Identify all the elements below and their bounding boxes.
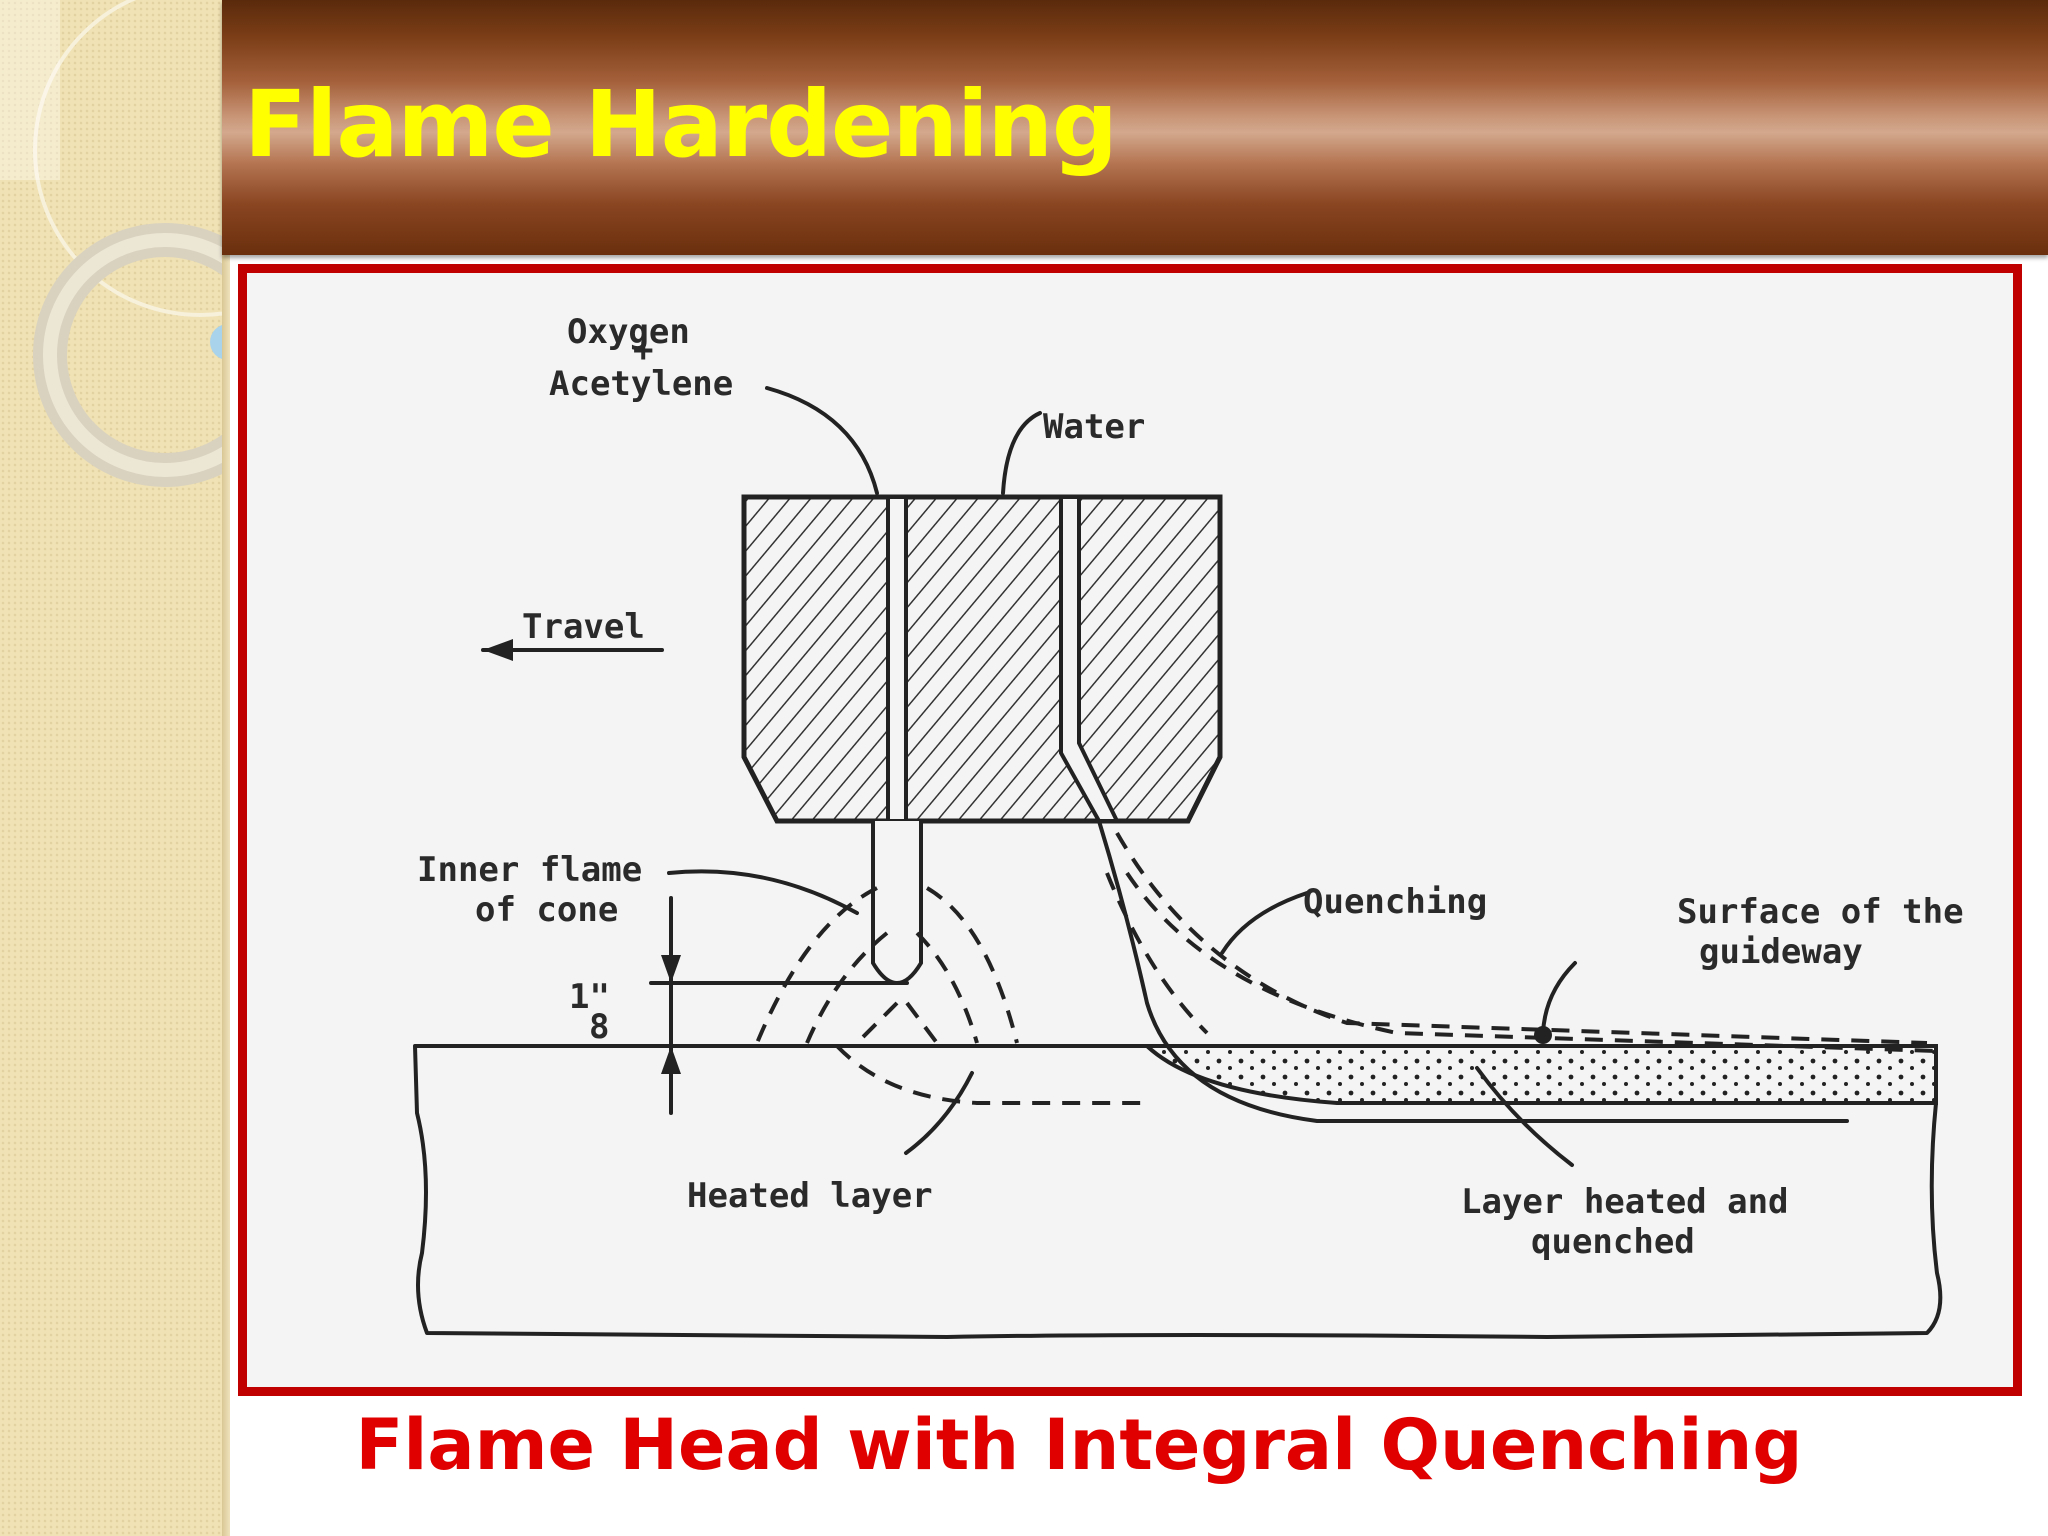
heated-layer-label: Heated layer: [687, 1176, 933, 1216]
layer-heated-quenched-label: Layer heated and: [1461, 1182, 1789, 1222]
oxygen-label: Oxygen: [567, 312, 690, 352]
slide-title: Flame Hardening: [244, 71, 1118, 178]
layer-heated-quenched-label-2: quenched: [1531, 1222, 1695, 1262]
gap-fraction-denominator: 8: [589, 1007, 609, 1047]
quenching-label: Quenching: [1303, 882, 1487, 922]
torch-nozzle: [871, 821, 923, 985]
gap-fraction-numerator: 1": [569, 977, 610, 1017]
decorative-sidebar: [0, 0, 222, 1536]
travel-label: Travel: [522, 607, 645, 647]
surface-label: Surface of the: [1677, 892, 1964, 932]
leader-lines: [481, 386, 1577, 1167]
flame-head: [741, 494, 1223, 985]
inner-flame-label: Inner flame: [417, 850, 642, 890]
decorative-rings: [0, 0, 222, 487]
flame-spray: [755, 886, 1019, 1045]
inner-flame-label-2: of cone: [475, 890, 618, 930]
sidebar-edge: [222, 0, 230, 1536]
plus-sign: +: [633, 330, 653, 370]
workpiece: [413, 1044, 1943, 1339]
diagram-caption: Flame Head with Integral Quenching: [355, 1404, 1803, 1486]
acetylene-label: Acetylene: [549, 364, 733, 404]
diagram-frame: Oxygen + Acetylene Water Travel Inner fl…: [238, 264, 2022, 1396]
title-bar: [222, 0, 2048, 255]
surface-label-2: guideway: [1699, 932, 1863, 972]
quenched-layer: [1141, 1044, 1938, 1105]
flame-head-diagram: Oxygen + Acetylene Water Travel Inner fl…: [413, 312, 1964, 1339]
water-label: Water: [1043, 407, 1145, 447]
quench-spray: [1097, 819, 1938, 1123]
